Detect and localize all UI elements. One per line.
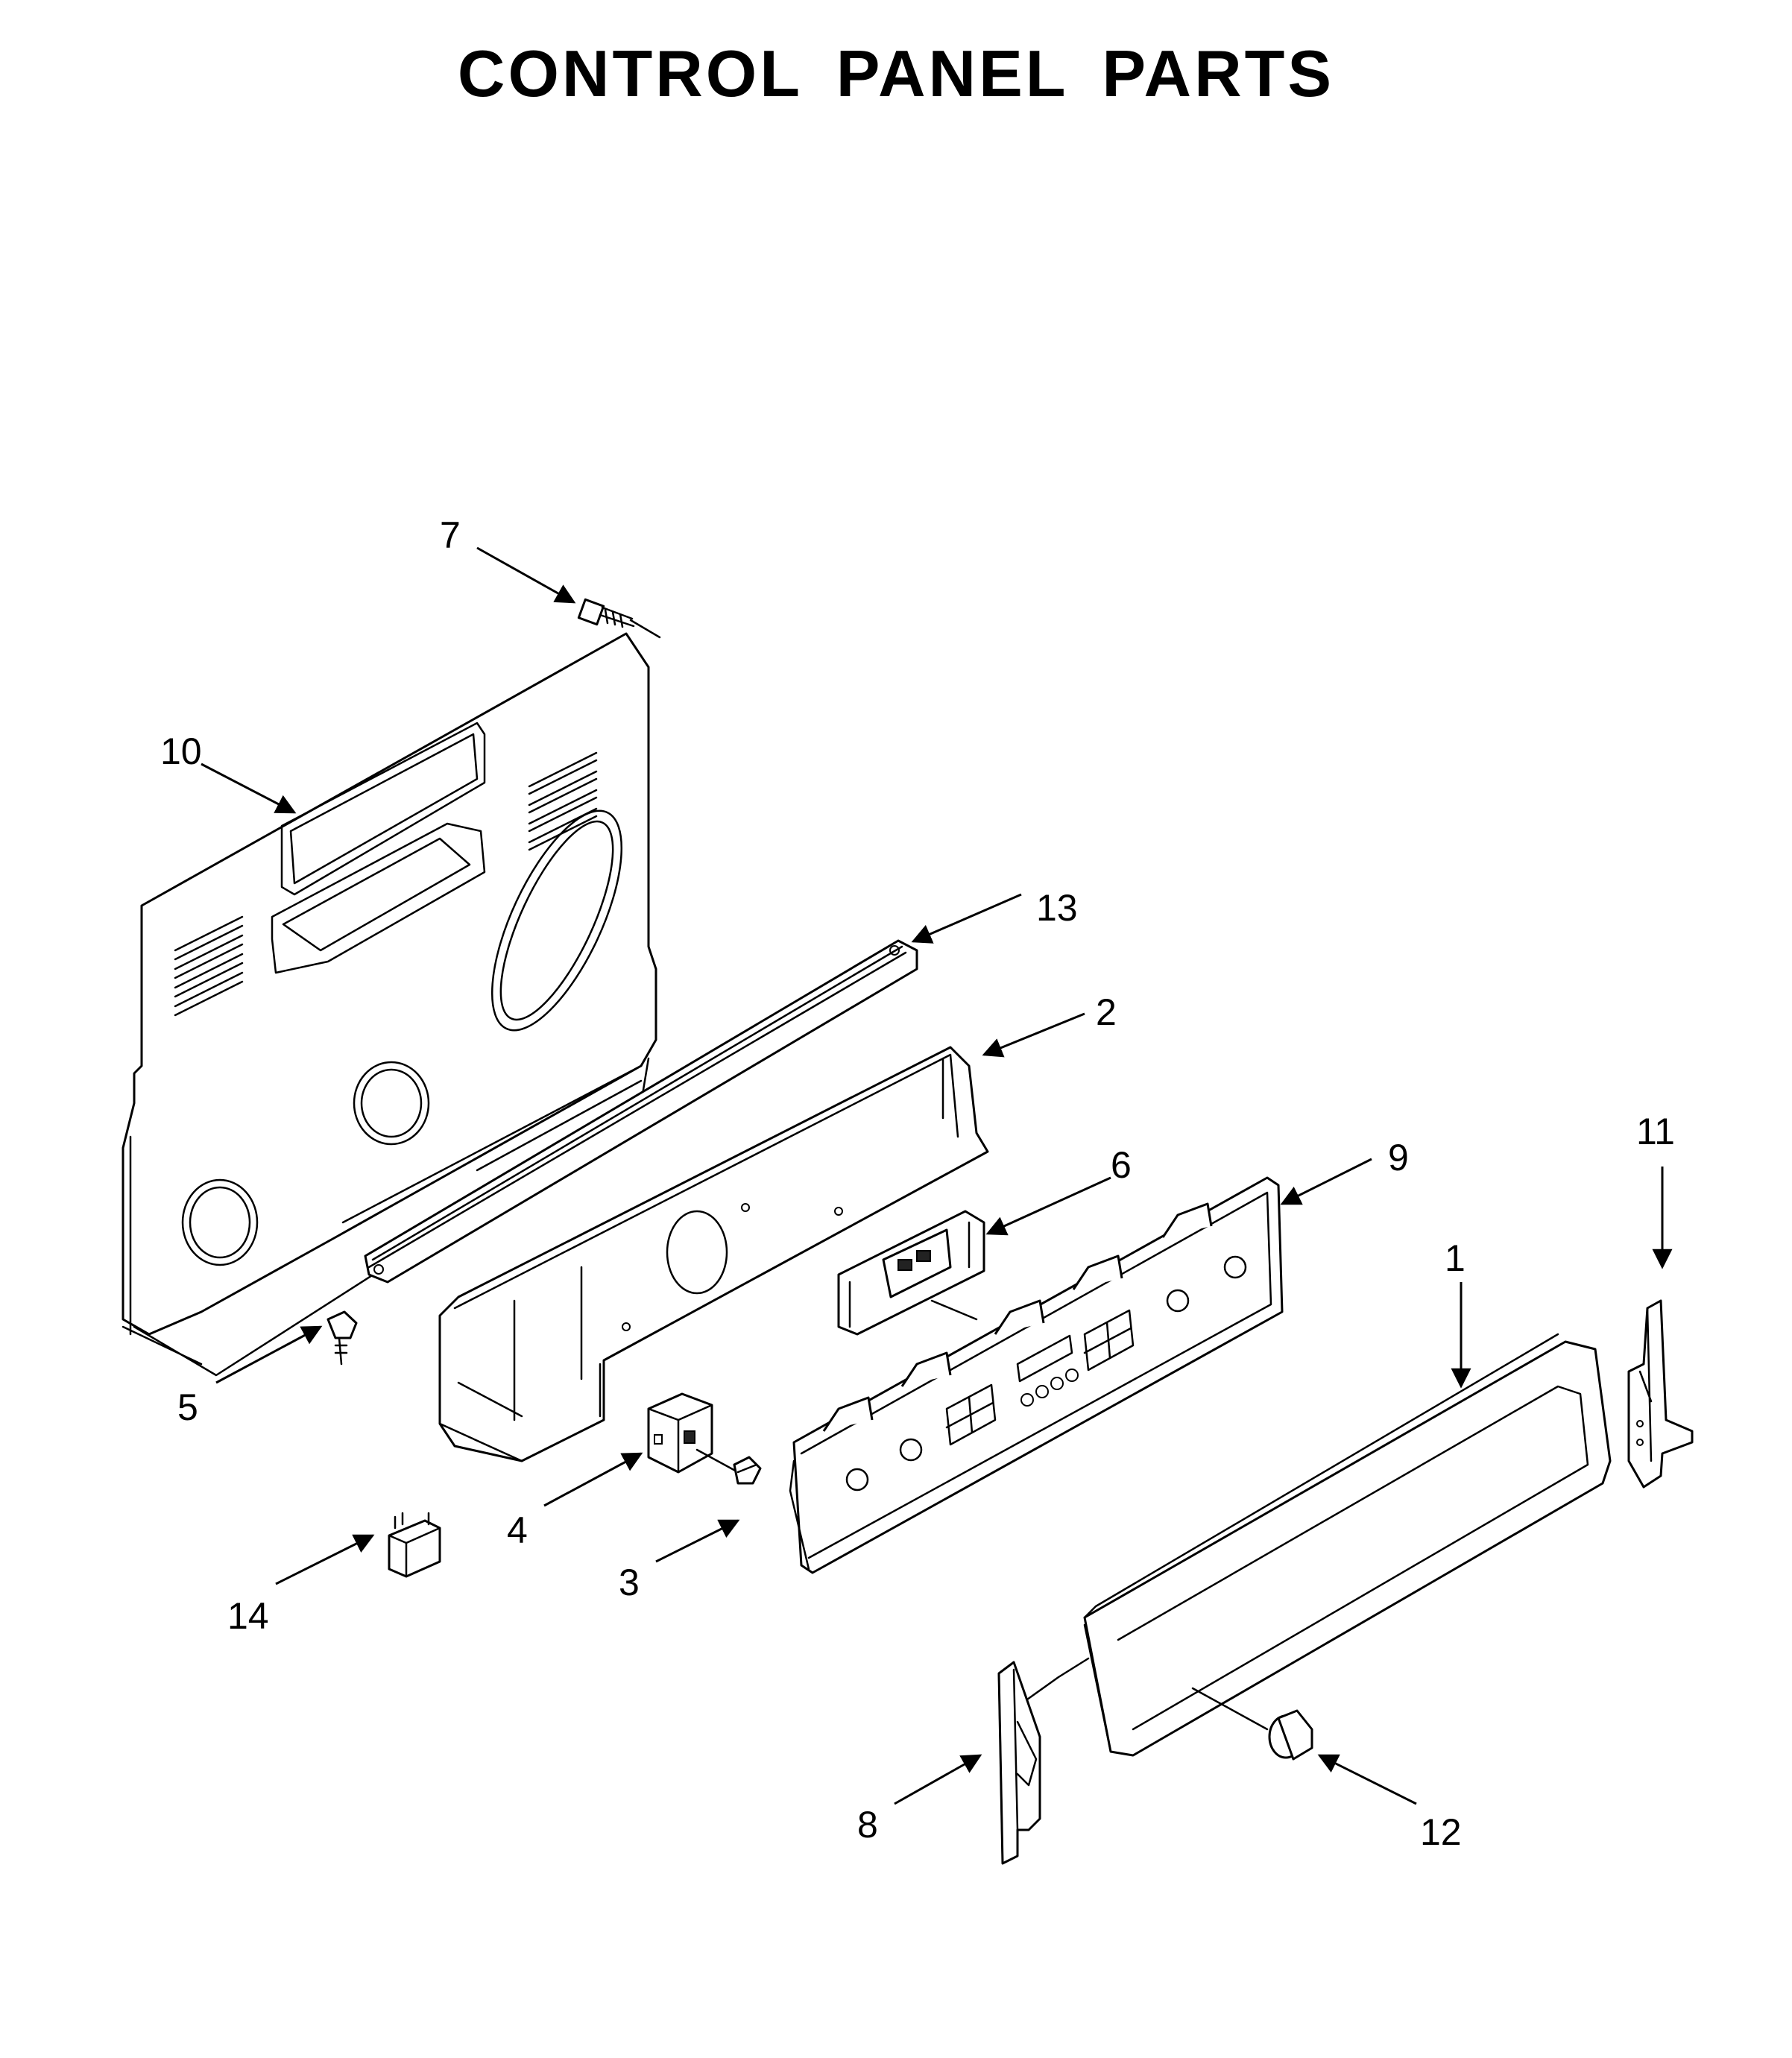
leader-4 <box>543 1452 643 1507</box>
callout-6: 6 <box>1111 1144 1132 1186</box>
leader-5 <box>215 1325 323 1384</box>
callout-14: 14 <box>227 1595 269 1637</box>
part-4-switch <box>647 1392 713 1474</box>
part-3-screw <box>695 1448 762 1485</box>
leader-7 <box>894 1754 982 1805</box>
callout-7: 8 <box>857 1804 878 1846</box>
callout-5: 5 <box>177 1386 198 1428</box>
part-11-right-bracket <box>1627 1299 1694 1489</box>
leader-2 <box>982 1012 1085 1058</box>
callout-10: 10 <box>160 730 202 772</box>
leader-9 <box>1280 1158 1372 1205</box>
leader-14 <box>275 1534 375 1585</box>
part-6-control-board <box>837 1210 985 1336</box>
callout-9: 9 <box>1388 1137 1409 1178</box>
leader-8 <box>476 546 576 604</box>
part-7-left-bracket <box>997 1657 1090 1865</box>
part-1-front-frame <box>1083 1333 1612 1757</box>
callout-8: 7 <box>440 514 461 556</box>
leader-10 <box>201 763 297 814</box>
leader-13 <box>911 893 1022 944</box>
callout-4: 4 <box>507 1509 528 1551</box>
leader-3 <box>655 1519 740 1563</box>
part-8-screw <box>577 598 661 639</box>
callout-1: 1 <box>1445 1237 1466 1279</box>
part-9-control-panel <box>789 1176 1284 1574</box>
part-2-bracket <box>438 1046 989 1462</box>
part-5-screw <box>326 1310 358 1366</box>
callout-12: 12 <box>1420 1811 1462 1853</box>
callout-11: 11 <box>1636 1111 1675 1152</box>
leader-lines <box>201 546 1673 1805</box>
callout-3: 3 <box>619 1562 640 1603</box>
leader-12 <box>1317 1754 1417 1805</box>
callout-2: 2 <box>1096 991 1117 1033</box>
leader-6 <box>985 1176 1111 1236</box>
part-12-knob <box>1191 1687 1313 1761</box>
part-10-rear-panel <box>122 632 657 1377</box>
callout-13: 13 <box>1036 887 1078 929</box>
part-14-relay <box>388 1512 441 1578</box>
callout-labels: 7 10 13 2 6 9 1 11 5 4 3 14 8 12 <box>160 514 1675 1853</box>
part-13-channel <box>364 939 918 1284</box>
page-title: CONTROL PANEL PARTS <box>457 37 1335 110</box>
